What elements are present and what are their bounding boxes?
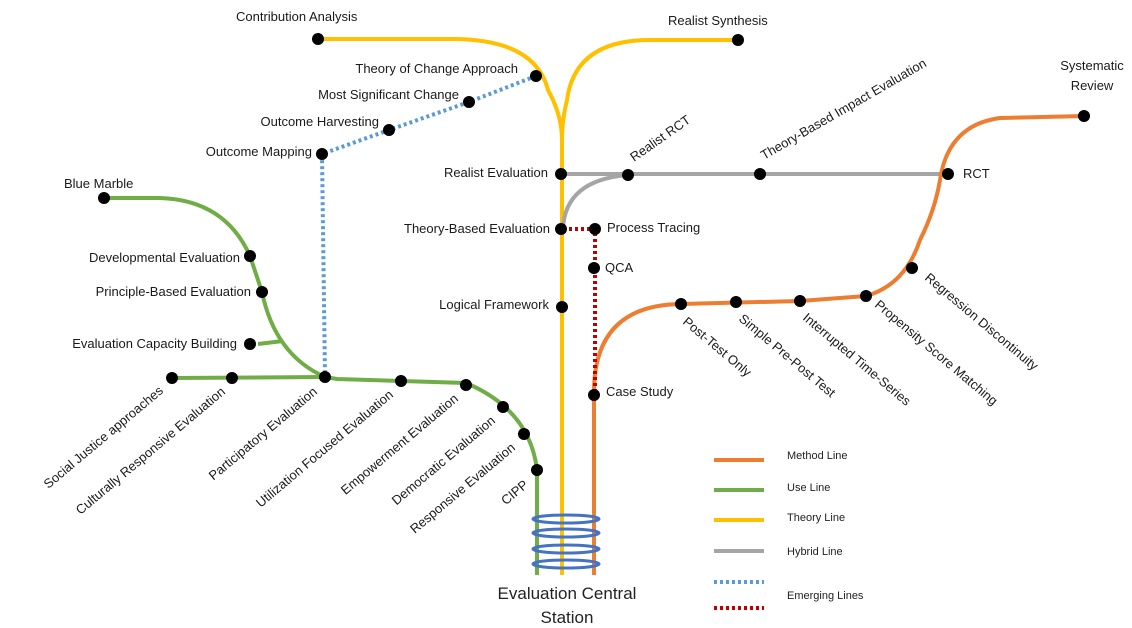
station-dot[interactable]	[555, 223, 567, 235]
legend-label-use: Use Line	[787, 482, 830, 494]
station-dot[interactable]	[942, 168, 954, 180]
label-developmental-evaluation: Developmental Evaluation	[89, 250, 240, 265]
label-logical-framework: Logical Framework	[439, 297, 549, 312]
station-dot[interactable]	[556, 301, 568, 313]
label-theory-based-evaluation: Theory-Based Evaluation	[404, 221, 550, 236]
legend-label-theory: Theory Line	[787, 512, 845, 524]
station-dot[interactable]	[383, 124, 395, 136]
station-dot[interactable]	[244, 250, 256, 262]
station-dot[interactable]	[555, 168, 567, 180]
label-rct: RCT	[963, 166, 990, 181]
label-systematic-review-line2: Review	[1071, 78, 1114, 93]
label-case-study: Case Study	[606, 384, 674, 399]
station-dot[interactable]	[531, 464, 543, 476]
station-dot[interactable]	[588, 262, 600, 274]
emerging-red-line	[563, 227, 597, 392]
station-dot[interactable]	[730, 296, 742, 308]
use-line-ecb	[257, 339, 284, 346]
label-process-tracing: Process Tracing	[607, 220, 700, 235]
legend: Method Line Use Line Theory Line Hybrid …	[714, 450, 864, 610]
use-line-social	[171, 375, 326, 380]
label-social-justice: Social Justice approaches	[41, 382, 167, 491]
station-dot[interactable]	[319, 371, 331, 383]
station-dot[interactable]	[166, 372, 178, 384]
central-station-title-line1: Evaluation Central	[498, 584, 637, 603]
station-dot[interactable]	[395, 375, 407, 387]
label-most-significant-change: Most Significant Change	[318, 87, 459, 102]
legend-label-hybrid: Hybrid Line	[787, 546, 843, 558]
label-empowerment: Empowerment Evaluation	[338, 391, 461, 498]
station-dot[interactable]	[906, 262, 918, 274]
central-station-rings	[531, 513, 601, 570]
station-dot[interactable]	[460, 379, 472, 391]
label-qca: QCA	[605, 260, 634, 275]
station-dot[interactable]	[256, 286, 268, 298]
station-dot[interactable]	[463, 96, 475, 108]
station-dot[interactable]	[316, 148, 328, 160]
station-dot[interactable]	[675, 298, 687, 310]
legend-label-method: Method Line	[787, 450, 848, 462]
central-station-title-line2: Station	[541, 608, 594, 627]
label-realist-evaluation: Realist Evaluation	[444, 165, 548, 180]
label-contribution-analysis: Contribution Analysis	[236, 9, 358, 24]
station-dot[interactable]	[1078, 110, 1090, 122]
station-dot[interactable]	[497, 401, 509, 413]
label-blue-marble: Blue Marble	[64, 176, 133, 191]
label-theory-of-change: Theory of Change Approach	[355, 61, 518, 76]
use-line	[104, 196, 539, 575]
station-dot[interactable]	[518, 428, 530, 440]
station-dot[interactable]	[312, 33, 324, 45]
station-dot[interactable]	[754, 168, 766, 180]
station-dot[interactable]	[530, 70, 542, 82]
station-dot[interactable]	[98, 192, 110, 204]
label-utilization-focused: Utilization Focused Evaluation	[253, 387, 396, 510]
method-line	[592, 114, 1085, 575]
label-realist-synthesis: Realist Synthesis	[668, 13, 768, 28]
legend-label-emerging: Emerging Lines	[787, 590, 864, 602]
label-cipp: CIPP	[498, 477, 531, 508]
label-responsive: Responsive Evaluation	[407, 440, 518, 536]
station-dots	[98, 33, 1090, 476]
label-realist-rct: Realist RCT	[627, 112, 693, 165]
station-dot[interactable]	[589, 223, 601, 235]
label-outcome-harvesting: Outcome Harvesting	[261, 114, 380, 129]
theory-line-branch	[560, 38, 738, 141]
hybrid-line-branch	[561, 173, 629, 230]
station-dot[interactable]	[794, 295, 806, 307]
station-dot[interactable]	[244, 338, 256, 350]
label-evaluation-capacity-building: Evaluation Capacity Building	[72, 336, 237, 351]
station-dot[interactable]	[732, 34, 744, 46]
label-principle-based-evaluation: Principle-Based Evaluation	[96, 284, 251, 299]
station-dot[interactable]	[860, 290, 872, 302]
label-outcome-mapping: Outcome Mapping	[206, 144, 312, 159]
label-systematic-review-line1: Systematic	[1060, 58, 1124, 73]
station-dot[interactable]	[226, 372, 238, 384]
label-theory-based-impact-evaluation: Theory-Based Impact Evaluation	[758, 55, 929, 162]
station-dot[interactable]	[622, 169, 634, 181]
station-dot[interactable]	[588, 389, 600, 401]
